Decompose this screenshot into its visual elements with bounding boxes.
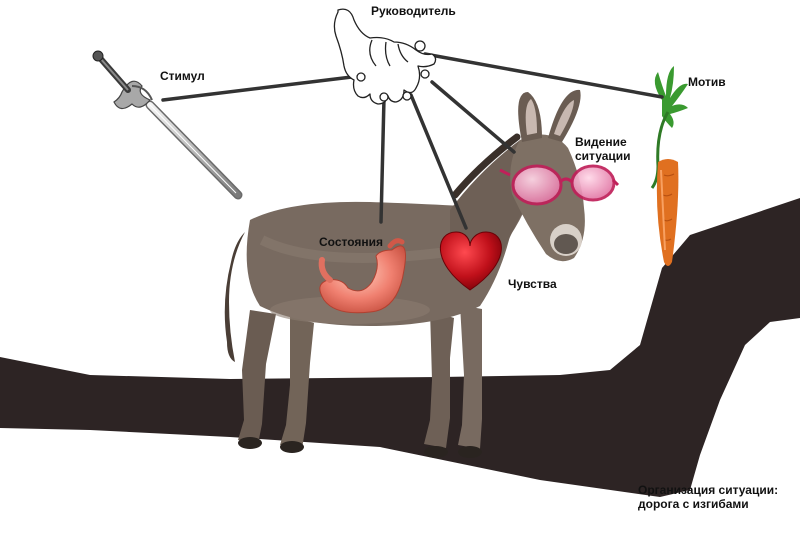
vision-label-line1: Видение — [575, 135, 627, 149]
control-strings — [161, 52, 664, 230]
string-to-feelings — [409, 93, 468, 230]
motive-label: Мотив — [688, 75, 726, 89]
string-to-vision — [430, 80, 516, 154]
string-to-states — [379, 96, 386, 224]
carrot-icon — [650, 66, 688, 266]
leader-label: Руководитель — [371, 4, 456, 18]
winding-road — [0, 198, 800, 497]
feelings-label: Чувства — [508, 277, 557, 291]
vision-label: Видение ситуации — [575, 135, 631, 163]
leader-hand-icon — [333, 8, 437, 105]
states-label: Состояния — [319, 235, 384, 249]
pink-glasses-icon — [499, 164, 620, 206]
road-label-line2: дорога с изгибами — [638, 497, 749, 511]
sword-icon — [92, 50, 243, 200]
road-label-line1: Организация ситуации: — [638, 483, 779, 497]
vision-label-line2: ситуации — [575, 149, 631, 163]
stimulus-label: Стимул — [160, 69, 205, 83]
road-label: Организация ситуации: дорога с изгибами — [638, 483, 778, 511]
string-to-motive — [423, 52, 664, 99]
heart-icon — [440, 231, 502, 291]
stomach-icon — [318, 238, 406, 314]
string-to-stimulus — [161, 74, 362, 102]
